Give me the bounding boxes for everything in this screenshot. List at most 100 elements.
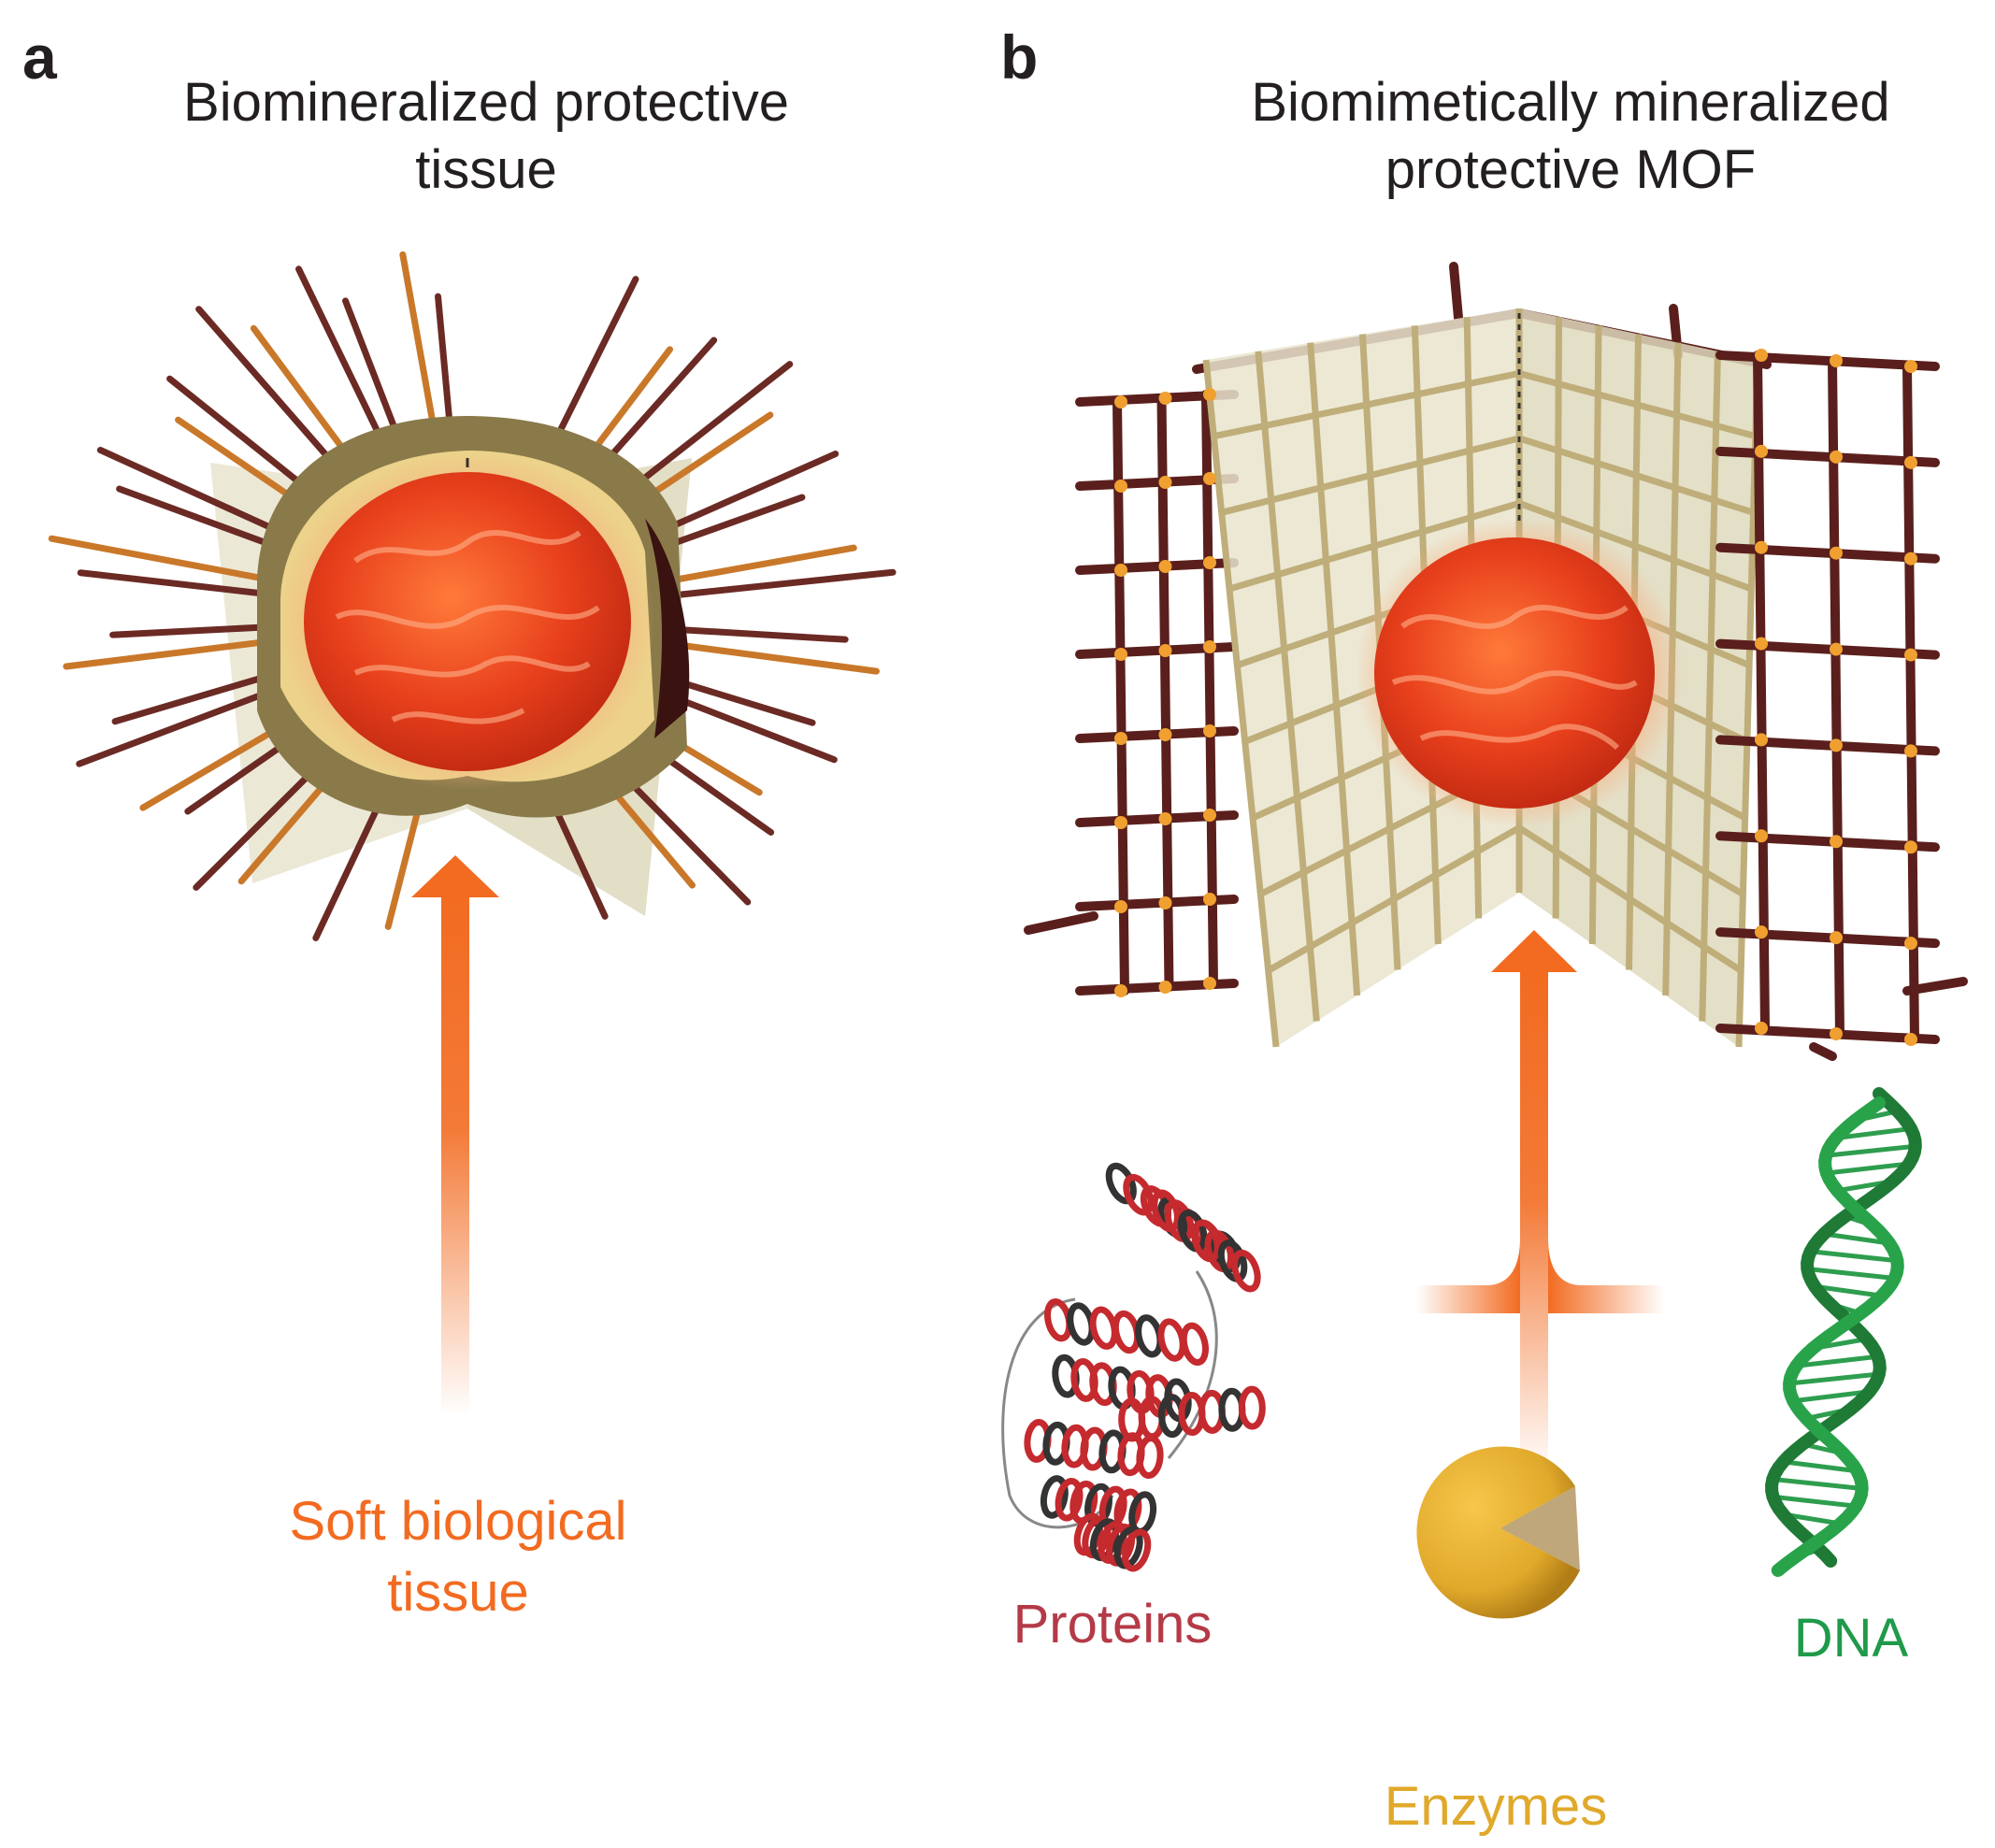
dna-base-pair xyxy=(1796,1354,1878,1368)
mof-node xyxy=(1904,360,1917,373)
mof-inner-strut xyxy=(1517,824,1744,974)
dna-base-pair xyxy=(1825,1143,1916,1158)
urchin-spine xyxy=(111,670,280,725)
enzyme-body xyxy=(1416,1446,1580,1619)
mof-node xyxy=(1830,354,1843,367)
panel-a-arrow xyxy=(411,855,499,1416)
mof-node xyxy=(1114,648,1127,661)
mof-node xyxy=(1830,931,1843,945)
urchin-shell-dark-side xyxy=(645,519,690,738)
panel-b-letter: b xyxy=(1000,22,1039,92)
dna-base-pair xyxy=(1773,1477,1862,1491)
mof-node xyxy=(1755,349,1768,362)
dna-base-pair xyxy=(1807,1267,1895,1281)
urchin-spine xyxy=(548,276,639,452)
urchin-spine xyxy=(384,794,425,930)
mof-node xyxy=(1114,564,1127,577)
mof-node xyxy=(1755,733,1768,747)
urchin-spine xyxy=(617,361,794,501)
mof-node xyxy=(1755,925,1768,939)
protein-helix-turn xyxy=(1089,1518,1119,1562)
mof-node xyxy=(1830,450,1843,464)
dna-helix-icon xyxy=(1765,1087,1922,1577)
mof-strut xyxy=(1024,911,1098,935)
mof-strut xyxy=(1902,362,1919,1044)
urchin-spine xyxy=(109,623,270,638)
dna-label: DNA xyxy=(1793,1608,1909,1669)
enzyme-pacman-icon xyxy=(1416,1446,1580,1619)
mof-node xyxy=(1830,1027,1843,1040)
panel-a-arrow-shaft xyxy=(441,893,469,1416)
mof-inner-strut xyxy=(1213,370,1520,440)
panel-b-arrow-left-branch xyxy=(1416,1239,1520,1313)
protein-helix-turn xyxy=(1082,1515,1112,1559)
mof-node xyxy=(1904,744,1917,758)
mof-node xyxy=(1755,540,1768,554)
mof-node xyxy=(1158,981,1172,994)
sea-urchin-illustration xyxy=(48,251,897,941)
mof-strut xyxy=(1449,262,1463,322)
mof-node xyxy=(1830,835,1843,849)
mof-node xyxy=(1114,480,1127,493)
mof-encapsulated-cargo xyxy=(1374,537,1655,809)
dna-strand-1 xyxy=(1765,1087,1922,1568)
soft-tissue-label: Soft biological tissue xyxy=(234,1486,682,1628)
mof-strut xyxy=(1809,1042,1837,1061)
dna-base-pair xyxy=(1788,1371,1880,1386)
enzymes-label: Enzymes xyxy=(1384,1776,1608,1837)
mof-node xyxy=(1904,455,1917,469)
urchin-spine xyxy=(166,375,320,499)
mof-cargo-texture xyxy=(1391,605,1638,751)
panel-b-arrow-right-branch xyxy=(1548,1239,1664,1313)
protein-helix-turn xyxy=(1073,1512,1103,1556)
mof-node xyxy=(1114,984,1127,997)
mof-node xyxy=(1203,472,1216,485)
panel-b-title-line2: protective MOF xyxy=(1385,139,1757,200)
mof-inner-strut xyxy=(1307,342,1361,996)
mof-node xyxy=(1203,809,1216,822)
panel-a-title-line2: tissue xyxy=(415,139,557,200)
soft-tissue-label-line2: tissue xyxy=(387,1562,529,1623)
mof-node xyxy=(1203,640,1216,653)
mof-node xyxy=(1158,476,1172,489)
protein-helix-turn xyxy=(1055,1478,1084,1522)
protein-helix-turn xyxy=(1105,1162,1137,1205)
dna-base-pair xyxy=(1823,1231,1890,1246)
mof-node xyxy=(1203,977,1216,990)
mof-strut xyxy=(1112,397,1129,996)
protein-helix-turn xyxy=(1136,1435,1164,1480)
mof-strut xyxy=(1902,977,1968,996)
urchin-spine xyxy=(651,494,806,553)
mof-node xyxy=(1158,896,1172,910)
mof-inner-strut xyxy=(1517,435,1755,516)
panel-b-arrow xyxy=(1416,930,1664,1477)
mof-strut xyxy=(1753,351,1770,1033)
panel-b-arrow-shaft xyxy=(1520,972,1548,1477)
urchin-spine xyxy=(663,639,880,675)
mof-inner-strut xyxy=(1255,351,1320,1022)
urchin-spine xyxy=(77,569,272,598)
urchin-spine xyxy=(435,293,454,437)
protein-helix-turn xyxy=(1098,1521,1127,1564)
panel-a-letter: a xyxy=(22,22,57,92)
mof-strut xyxy=(1715,735,1940,756)
urchin-spine xyxy=(63,637,272,670)
mof-node xyxy=(1904,937,1917,951)
mof-strut xyxy=(1715,831,1940,852)
urchin-spine xyxy=(76,683,285,767)
protein-helix-turn xyxy=(1040,1475,1069,1519)
urchin-tissue-texture xyxy=(335,530,600,724)
mof-frame-nodes xyxy=(1114,349,1917,1046)
panel-b-arrow-head xyxy=(1491,930,1577,972)
protein-helices xyxy=(1024,1162,1266,1572)
mof-inner-strut xyxy=(1699,351,1721,1022)
dna-base-pair xyxy=(1810,1249,1898,1264)
protein-helix-turn xyxy=(1122,1528,1152,1572)
mof-inner-strut xyxy=(1518,370,1757,440)
protein-helix-turn xyxy=(1123,1174,1155,1216)
panel-a-title-line1: Biomineralized protective xyxy=(183,72,789,133)
protein-helix-turn xyxy=(1238,1385,1266,1430)
mof-inner-strut xyxy=(1228,499,1520,593)
mof-inner-strut xyxy=(1202,359,1280,1048)
mof-node xyxy=(1755,829,1768,843)
